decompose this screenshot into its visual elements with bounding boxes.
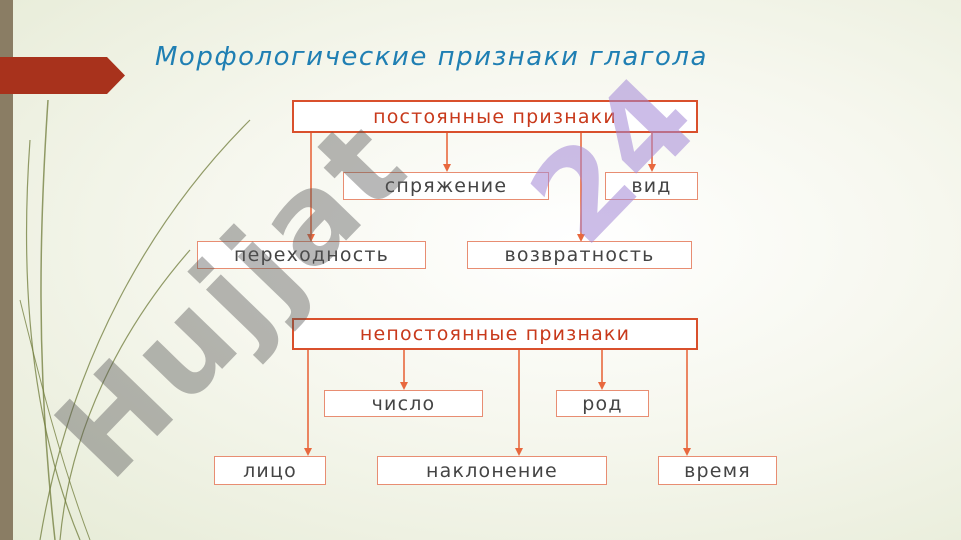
slide-title: Морфологические признаки глагола: [155, 42, 708, 72]
feature-perekhodnost: переходность: [197, 241, 426, 269]
feature-vid: вид: [605, 172, 698, 200]
left-sidebar-strip: [0, 0, 13, 540]
permanent-features-header: постоянные признаки: [292, 100, 698, 133]
feature-vremya: время: [658, 456, 777, 485]
nonpermanent-features-header: непостоянные признаки: [292, 318, 698, 350]
red-accent-tab: [0, 57, 125, 94]
feature-rod: род: [556, 390, 649, 417]
feature-spryazhenie: спряжение: [343, 172, 549, 200]
feature-vozvratnost: возвратность: [467, 241, 692, 269]
feature-chislo: число: [324, 390, 483, 417]
feature-naklonenie: наклонение: [377, 456, 607, 485]
feature-litso: лицо: [214, 456, 326, 485]
